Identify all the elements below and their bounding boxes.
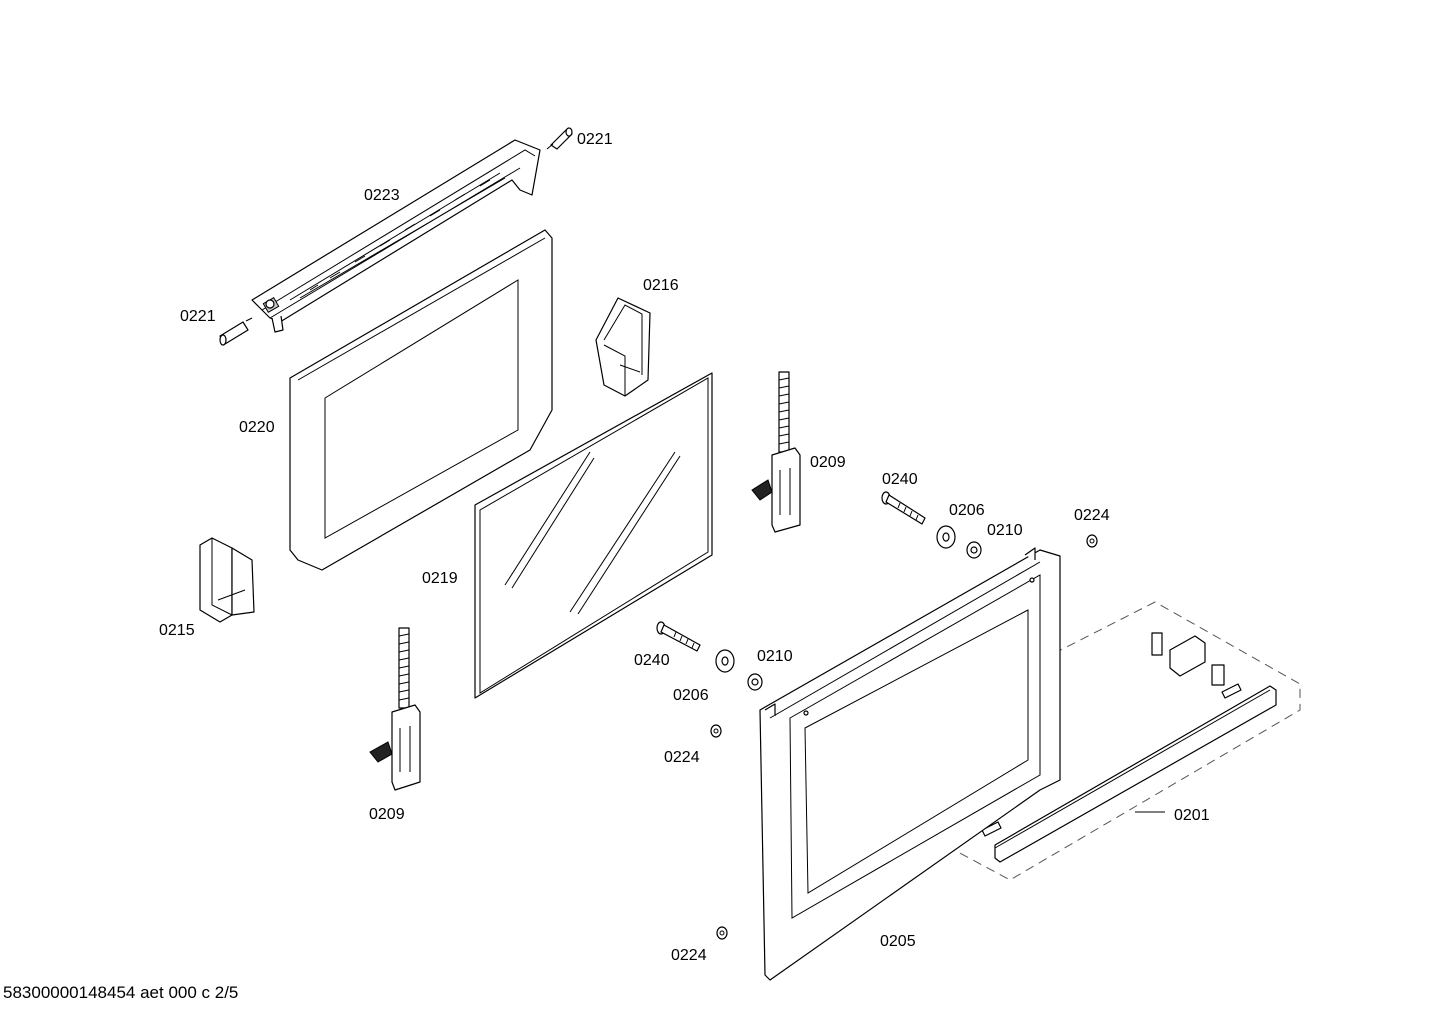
part-0224-clip-middle bbox=[710, 724, 722, 738]
label-0221-top: 0221 bbox=[577, 131, 613, 148]
part-0219-glass-pane bbox=[474, 372, 713, 699]
label-0210-upper: 0210 bbox=[987, 522, 1023, 539]
part-0223-top-trim bbox=[251, 139, 541, 333]
label-0209-upper: 0209 bbox=[810, 454, 846, 471]
label-0210-lower: 0210 bbox=[757, 648, 793, 665]
part-0205-outer-door bbox=[759, 547, 1061, 981]
part-0206-washer-lower bbox=[715, 649, 735, 673]
part-0206-washer-upper bbox=[936, 525, 956, 549]
part-0209-hinge-lower bbox=[369, 627, 421, 791]
part-0209-hinge-upper bbox=[751, 371, 801, 533]
label-0205: 0205 bbox=[880, 933, 916, 950]
part-0216-bracket bbox=[595, 297, 651, 397]
label-0224-middle: 0224 bbox=[664, 749, 700, 766]
label-0206-upper: 0206 bbox=[949, 502, 985, 519]
label-0240-upper: 0240 bbox=[882, 471, 918, 488]
part-0224-clip-lower bbox=[716, 926, 728, 940]
part-0240-screw-upper bbox=[881, 491, 926, 525]
document-footer-code: 58300000148454 aet 000 c 2/5 bbox=[3, 983, 238, 1002]
label-0224-lower: 0224 bbox=[671, 947, 707, 964]
label-0240-lower: 0240 bbox=[634, 652, 670, 669]
label-0216: 0216 bbox=[643, 277, 679, 294]
label-0223: 0223 bbox=[364, 187, 400, 204]
label-0215: 0215 bbox=[159, 622, 195, 639]
part-0210-nut-upper bbox=[966, 541, 982, 559]
label-0206-lower: 0206 bbox=[673, 687, 709, 704]
part-0221-pin-top bbox=[546, 127, 573, 150]
label-0221-left: 0221 bbox=[180, 308, 216, 325]
label-0220: 0220 bbox=[239, 419, 275, 436]
part-0220-inner-frame bbox=[289, 229, 553, 571]
part-0221-pin-left bbox=[219, 317, 253, 346]
label-0209-lower: 0209 bbox=[369, 806, 405, 823]
part-0224-clip-upper bbox=[1086, 534, 1098, 548]
part-0210-nut-lower bbox=[747, 673, 763, 691]
label-0201: 0201 bbox=[1174, 807, 1210, 824]
part-0215-bracket bbox=[199, 537, 255, 623]
label-0224-upper: 0224 bbox=[1074, 507, 1110, 524]
label-0219: 0219 bbox=[422, 570, 458, 587]
part-0240-screw-lower bbox=[656, 621, 701, 652]
